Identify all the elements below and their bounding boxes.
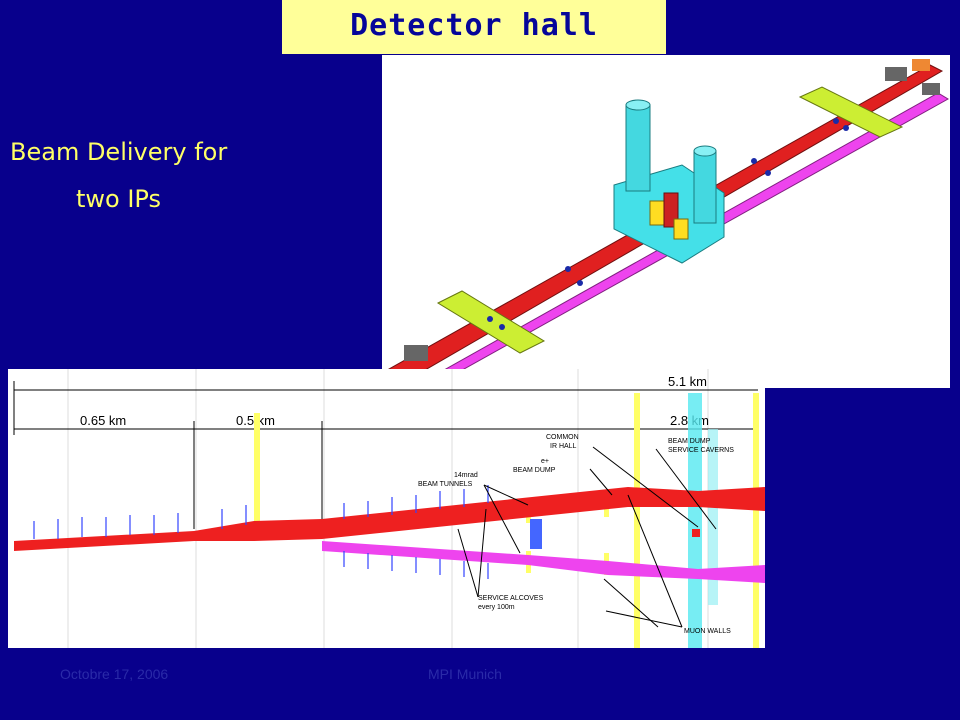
footer-venue: MPI Munich — [428, 666, 502, 682]
label-muon-walls: MUON WALLS — [684, 628, 731, 635]
access-shaft-right — [693, 150, 717, 224]
dim-total-label: 5.1 km — [668, 374, 707, 389]
shaft-top-right — [693, 145, 717, 157]
beam-delivery-layout: 5.1 km 0.65 km 0.5 km 2.8 km — [8, 369, 765, 648]
label-eplus-1: e+ — [541, 458, 549, 465]
end-block-top-gray — [885, 67, 907, 81]
magnet-marker — [499, 324, 505, 330]
magnet-marker — [565, 266, 571, 272]
beam-delivery-layout-drawing: 5.1 km 0.65 km 0.5 km 2.8 km — [13, 369, 765, 648]
end-block-top-orange — [912, 59, 930, 71]
dim-left-label: 0.65 km — [80, 413, 126, 428]
blue-block — [530, 519, 542, 549]
positron-beamline — [322, 541, 765, 583]
footer-date: Octobre 17, 2006 — [60, 666, 169, 682]
magnet-marker — [765, 170, 771, 176]
electron-beamline — [14, 487, 765, 551]
common-ir-hall — [688, 393, 702, 648]
detector-right — [673, 218, 689, 240]
muon-wall-marker — [634, 393, 640, 648]
magnet-marker — [843, 125, 849, 131]
ip-marker — [692, 529, 700, 537]
end-block-right-gray — [922, 83, 940, 95]
shaft-top-left — [625, 99, 651, 111]
label-dump-service-2: SERVICE CAVERNS — [668, 447, 734, 454]
label-tunnels-2: BEAM TUNNELS — [418, 481, 473, 488]
lower-transverse-slab — [436, 290, 546, 354]
magnet-marker — [577, 280, 583, 286]
detector-hall-render-drawing — [381, 59, 949, 389]
muon-wall-marker — [753, 393, 759, 648]
label-dump-service-1: BEAM DUMP — [668, 438, 711, 445]
magnet-marker — [751, 158, 757, 164]
upper-transverse-slab — [798, 86, 904, 138]
magnet-marker — [487, 316, 493, 322]
service-cavern — [708, 429, 718, 605]
subtitle-line-1: Beam Delivery for — [10, 138, 228, 166]
label-common-2: IR HALL — [550, 443, 577, 450]
label-alcoves-1: SERVICE ALCOVES — [478, 595, 544, 602]
access-shaft-left — [625, 104, 651, 192]
yellow-marker — [254, 413, 260, 523]
label-alcoves-2: every 100m — [478, 604, 515, 611]
service-alcove-ticks — [33, 485, 489, 579]
subtitle-line-2: two IPs — [76, 185, 161, 213]
label-common-1: COMMON — [546, 434, 579, 441]
leader-lines — [457, 446, 717, 628]
slide-title: Detector hall — [350, 8, 598, 43]
label-eplus-2: BEAM DUMP — [513, 467, 556, 474]
title-box: Detector hall — [282, 0, 666, 54]
end-block-bottom-gray — [404, 345, 428, 361]
magnet-marker — [833, 118, 839, 124]
label-tunnels-1: 14mrad — [454, 472, 478, 479]
detector-hall-render — [381, 55, 950, 389]
